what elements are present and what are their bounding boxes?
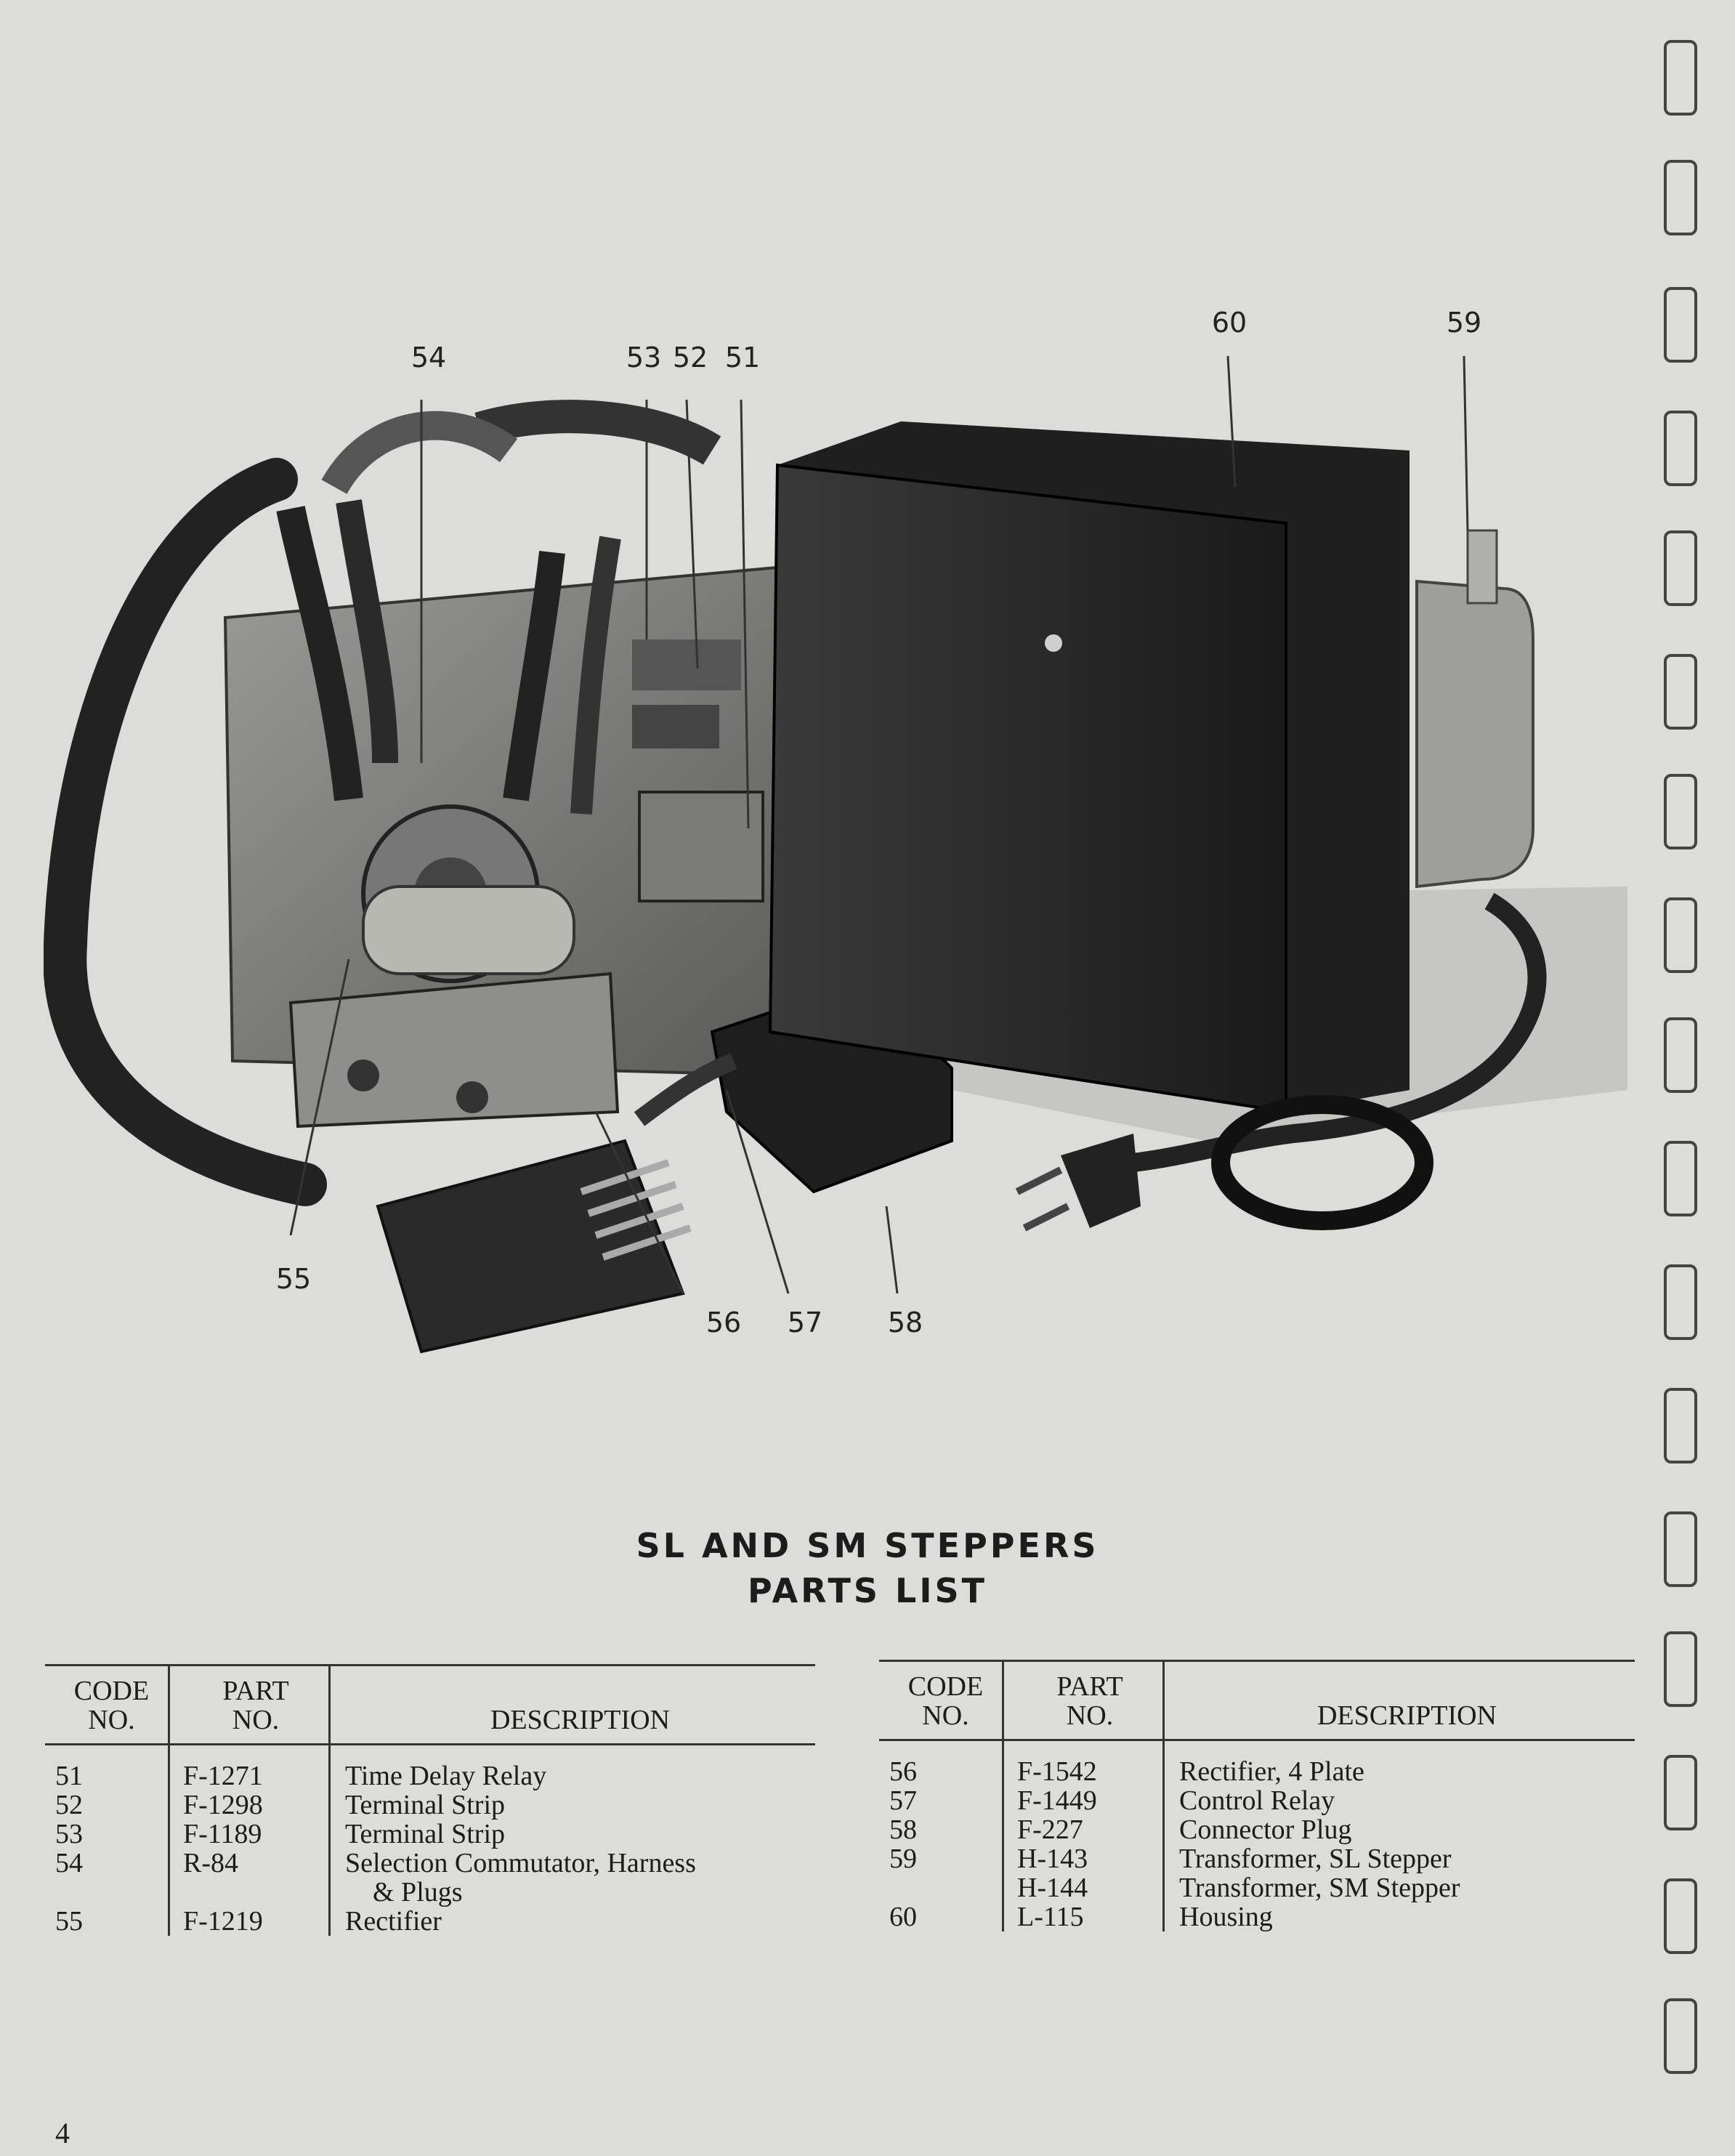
- binding-hole-icon: [1664, 1017, 1697, 1093]
- description-cell: Terminal Strip: [328, 1790, 815, 1820]
- binding-hole-icon: [1664, 774, 1697, 849]
- table-row: 51 F-1271 Time Delay Relay: [45, 1744, 815, 1791]
- binding-hole-icon: [1664, 1878, 1697, 1954]
- binding-hole-icon: [1664, 897, 1697, 973]
- header-part-no: PART NO.: [1002, 1660, 1164, 1740]
- callout-53: 53: [626, 342, 662, 374]
- code-cell: 53: [55, 1819, 83, 1849]
- binding-hole-icon: [1664, 160, 1697, 235]
- parts-table-left: CODE NO. PART NO. DESCRIPTION 51 F-1271 …: [45, 1664, 815, 1936]
- part-cell: F-1219: [168, 1907, 330, 1936]
- description-cell: Transformer, SM Stepper: [1162, 1873, 1635, 1902]
- description-cell: Rectifier, 4 Plate: [1162, 1740, 1635, 1786]
- header-part-no: PART NO.: [168, 1665, 330, 1745]
- header-code-no: CODE NO.: [907, 1671, 984, 1731]
- table-row: 55 F-1219 Rectifier: [45, 1907, 815, 1936]
- description-cell: Housing: [1162, 1902, 1635, 1931]
- binding-hole-icon: [1664, 1141, 1697, 1216]
- part-cell: F-1449: [1002, 1786, 1164, 1815]
- code-cell: 54: [55, 1848, 83, 1878]
- part-cell: L-115: [1002, 1902, 1164, 1931]
- binding-hole-icon: [1664, 1511, 1697, 1587]
- table-row: 60 L-115 Housing: [879, 1902, 1635, 1931]
- page-number: 4: [55, 2117, 70, 2149]
- binding-hole-icon: [1664, 40, 1697, 116]
- header-code-no: CODE NO.: [73, 1676, 150, 1735]
- table-header-row: CODE NO. PART NO. DESCRIPTION: [879, 1660, 1635, 1740]
- callout-57: 57: [787, 1307, 823, 1339]
- code-cell: 52: [55, 1790, 83, 1820]
- page-title: SL AND SM STEPPERS PARTS LIST: [0, 1523, 1735, 1613]
- table-header-row: CODE NO. PART NO. DESCRIPTION: [45, 1665, 815, 1745]
- part-cell: F-1298: [168, 1790, 330, 1820]
- binding-hole-icon: [1664, 287, 1697, 363]
- table-row: 56 F-1542 Rectifier, 4 Plate: [879, 1740, 1635, 1787]
- binding-hole-icon: [1664, 1998, 1697, 2074]
- callout-55: 55: [275, 1263, 312, 1295]
- table-row: 58 F-227 Connector Plug: [879, 1815, 1635, 1844]
- part-cell: R-84: [168, 1849, 330, 1907]
- code-cell: [879, 1873, 1003, 1902]
- code-cell: 58: [889, 1814, 917, 1845]
- callout-54: 54: [411, 342, 447, 374]
- title-line-1: SL AND SM STEPPERS: [636, 1526, 1099, 1565]
- code-cell: 60: [889, 1902, 917, 1932]
- table-row: 54 R-84 Selection Commutator, Harness & …: [45, 1849, 815, 1907]
- binding-hole-icon: [1664, 654, 1697, 730]
- binding-hole-icon: [1664, 1755, 1697, 1830]
- part-cell: H-143: [1002, 1844, 1164, 1873]
- header-description: DESCRIPTION: [1162, 1660, 1635, 1740]
- part-cell: F-1189: [168, 1820, 330, 1849]
- code-cell: 56: [889, 1756, 917, 1787]
- callout-59: 59: [1446, 307, 1482, 339]
- description-cell: Terminal Strip: [328, 1820, 815, 1849]
- table-row: 59 H-143 Transformer, SL Stepper: [879, 1844, 1635, 1873]
- part-cell: F-1542: [1002, 1740, 1164, 1786]
- callout-56: 56: [705, 1307, 742, 1339]
- code-cell: 57: [889, 1785, 917, 1816]
- description-cell: Control Relay: [1162, 1786, 1635, 1815]
- description-cell: Connector Plug: [1162, 1815, 1635, 1844]
- title-line-2: PARTS LIST: [748, 1571, 987, 1610]
- code-cell: 51: [55, 1761, 83, 1791]
- binding-hole-icon: [1664, 1264, 1697, 1340]
- callout-60: 60: [1211, 307, 1247, 339]
- part-cell: F-227: [1002, 1815, 1164, 1844]
- stepper-assembly-photo: [44, 355, 1627, 1354]
- description-cell: Transformer, SL Stepper: [1162, 1844, 1635, 1873]
- part-cell: H-144: [1002, 1873, 1164, 1902]
- header-description: DESCRIPTION: [328, 1665, 815, 1745]
- table-row: 53 F-1189 Terminal Strip: [45, 1820, 815, 1849]
- code-cell: 55: [55, 1906, 83, 1937]
- table-row: H-144 Transformer, SM Stepper: [879, 1873, 1635, 1902]
- binding-hole-icon: [1664, 1631, 1697, 1707]
- callout-51: 51: [724, 342, 761, 374]
- parts-table-right: CODE NO. PART NO. DESCRIPTION 56 F-1542 …: [879, 1660, 1635, 1931]
- table-row: 57 F-1449 Control Relay: [879, 1786, 1635, 1815]
- binding-hole-icon: [1664, 530, 1697, 606]
- table-row: 52 F-1298 Terminal Strip: [45, 1790, 815, 1820]
- part-cell: F-1271: [168, 1744, 330, 1790]
- description-cell: Time Delay Relay: [328, 1744, 815, 1790]
- binding-hole-icon: [1664, 1388, 1697, 1463]
- callout-58: 58: [887, 1307, 923, 1339]
- description-cell: Rectifier: [328, 1907, 815, 1936]
- code-cell: 59: [889, 1844, 917, 1874]
- binding-hole-icon: [1664, 411, 1697, 486]
- description-cell: Selection Commutator, Harness & Plugs: [328, 1849, 815, 1907]
- callout-52: 52: [672, 342, 708, 374]
